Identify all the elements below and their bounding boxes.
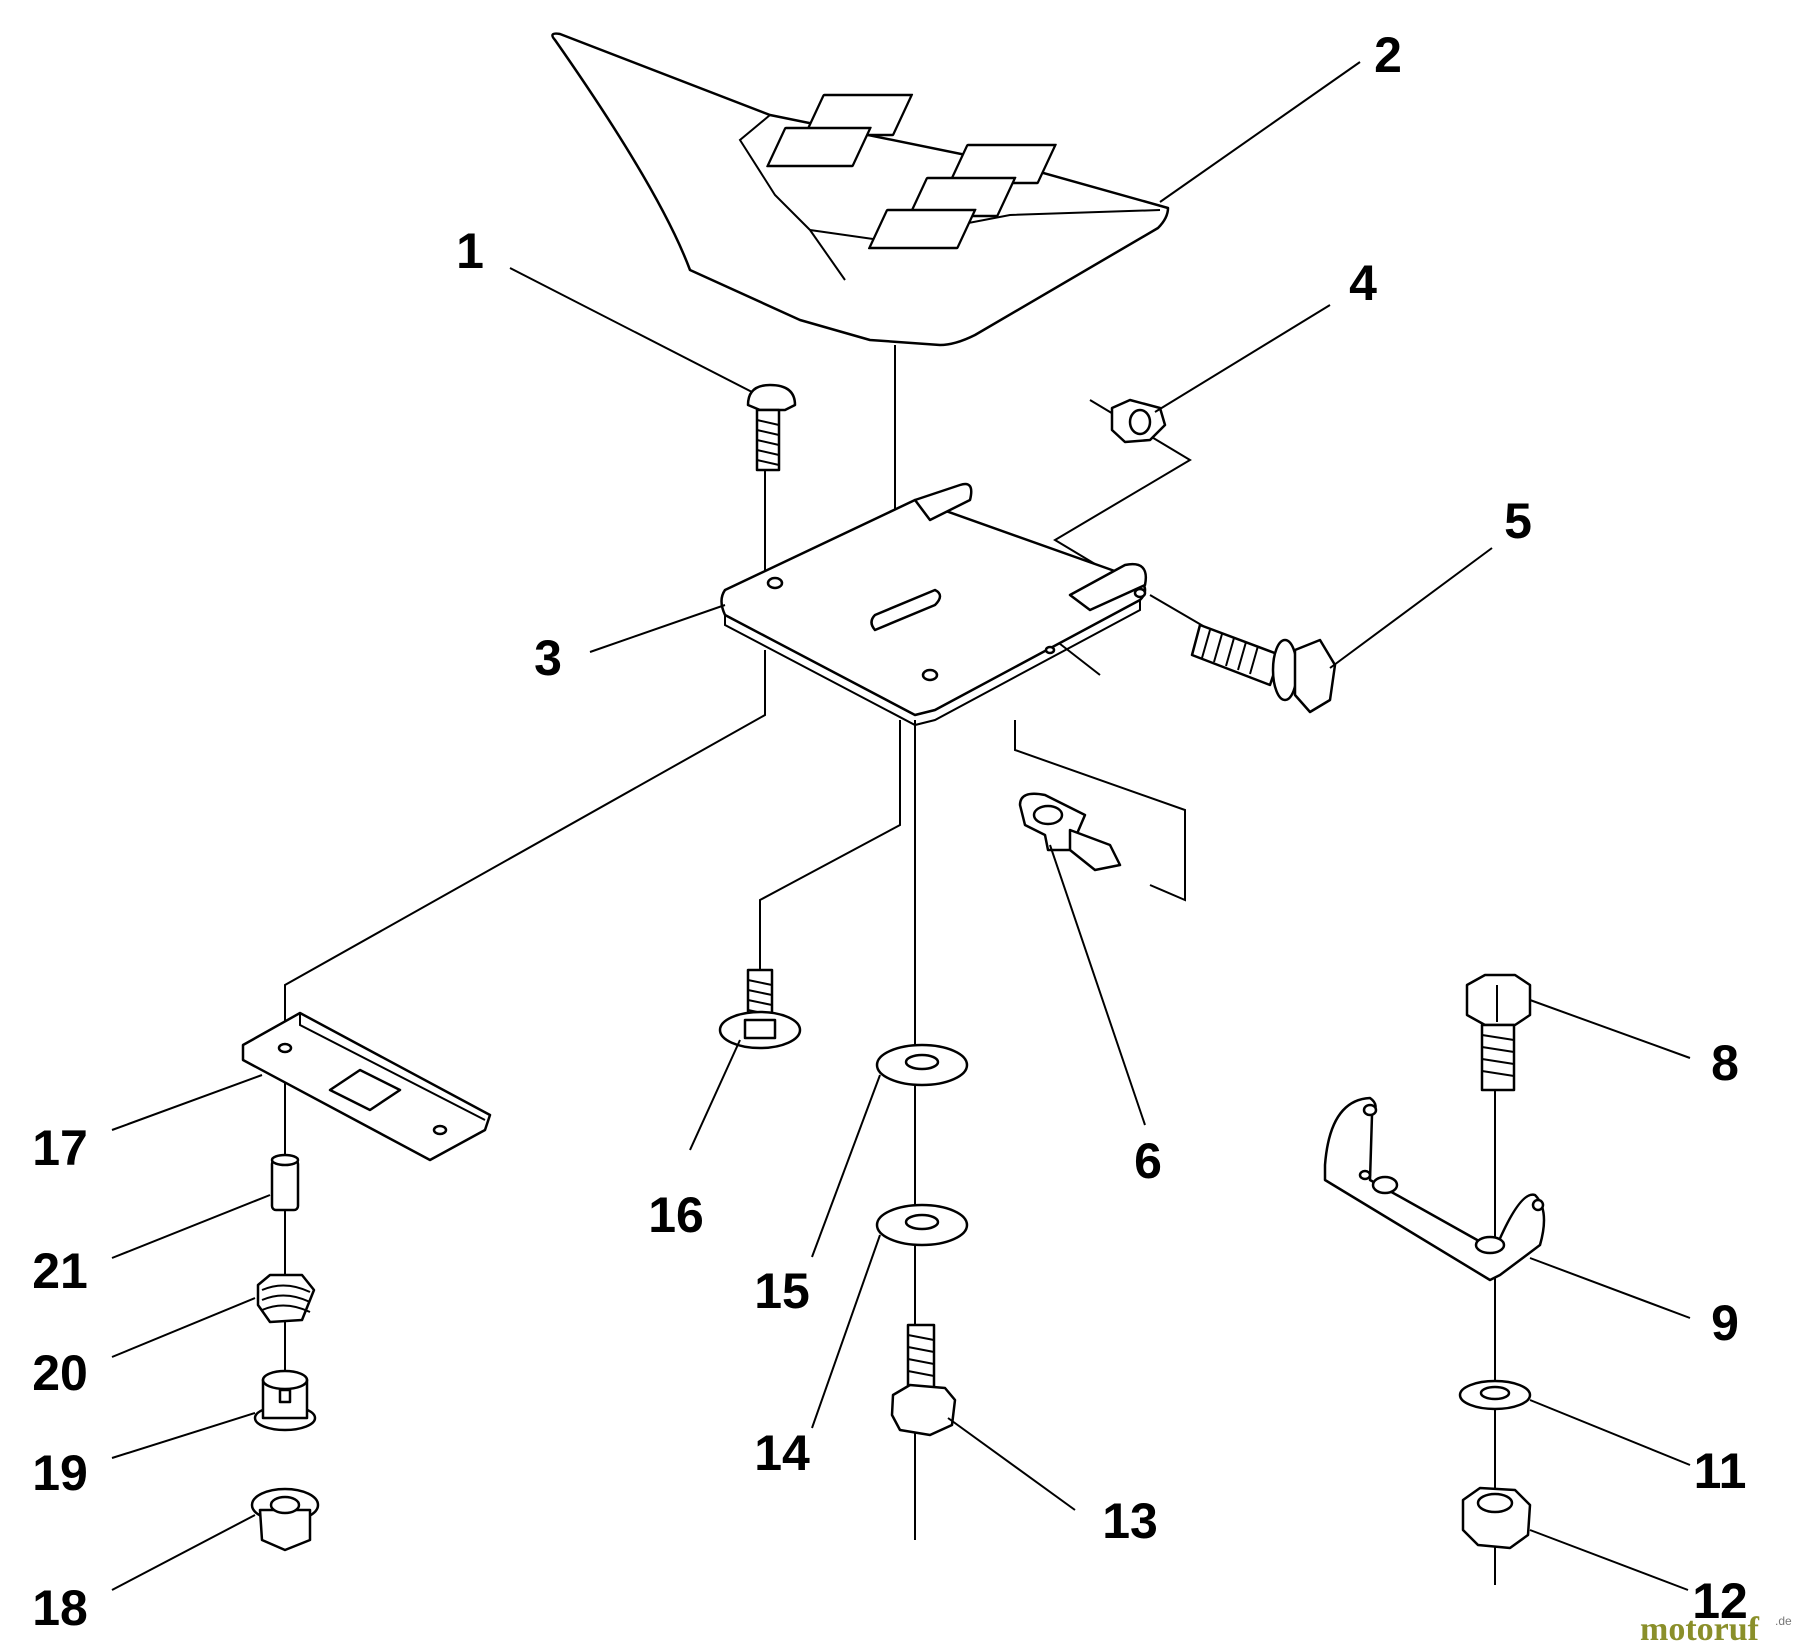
callout-3: 3 (534, 630, 562, 686)
callout-13: 13 (1102, 1493, 1158, 1549)
bracket-part-9 (1323, 1096, 1546, 1282)
bushing-part-19 (253, 1369, 317, 1432)
callout-9: 9 (1711, 1295, 1739, 1351)
callout-11: 11 (1694, 1443, 1747, 1499)
callout-21: 21 (32, 1243, 88, 1299)
callout-6: 6 (1134, 1133, 1162, 1189)
nut-part-4 (1110, 398, 1167, 444)
sleeve-part-21 (270, 1153, 300, 1212)
callout-19: 19 (32, 1445, 88, 1501)
washer-part-11 (1458, 1379, 1532, 1411)
clip-part-6 (1018, 792, 1122, 872)
shoulder-bolt-part-16 (718, 968, 802, 1050)
lock-nut-part-12 (1461, 1486, 1532, 1550)
leader-lines (111, 61, 1691, 1591)
hex-bolt-part-8 (1465, 973, 1532, 1092)
hex-bolt-part-13 (890, 1323, 957, 1437)
callout-1: 1 (456, 223, 484, 279)
callout-2: 2 (1374, 27, 1402, 83)
spring-part-20 (256, 1273, 316, 1324)
callout-8: 8 (1711, 1035, 1739, 1091)
watermark-brand: motoruf (1640, 1611, 1760, 1648)
hex-bolt-part-5 (1190, 623, 1337, 714)
callout-20: 20 (32, 1345, 88, 1401)
callout-15: 15 (754, 1263, 810, 1319)
callout-14: 14 (754, 1425, 810, 1481)
callout-12: 12 (1692, 1573, 1748, 1629)
callout-16: 16 (648, 1187, 704, 1243)
watermark-suffix: .de (1775, 1614, 1792, 1628)
washer-part-15 (875, 1043, 969, 1087)
carriage-bolt-part (746, 383, 797, 472)
slide-rail-part-17 (241, 1011, 492, 1162)
seat-part (551, 32, 1170, 347)
lock-washer-part-14 (875, 1203, 969, 1247)
callout-17: 17 (32, 1120, 88, 1176)
callout-4: 4 (1349, 255, 1377, 311)
watermark-logo: motoruf .de (1640, 1611, 1792, 1648)
callout-18: 18 (32, 1580, 88, 1636)
callout-5: 5 (1504, 493, 1532, 549)
callout-labels: 1 2 3 4 5 6 8 9 11 12 13 14 15 16 17 18 … (32, 27, 1748, 1636)
seat-plate-part (720, 482, 1148, 727)
flange-nut-part-18 (250, 1487, 320, 1552)
